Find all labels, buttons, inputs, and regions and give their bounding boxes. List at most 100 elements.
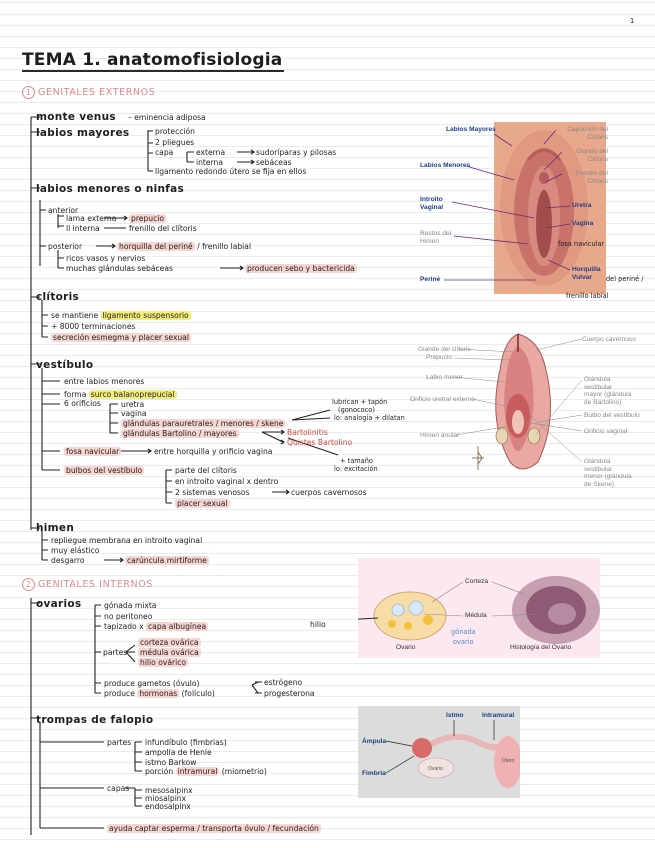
bartolino-highlight: glándulas Bartolino / mayores bbox=[121, 429, 239, 438]
trompas-partes: partes bbox=[107, 738, 132, 747]
ovarios-progesterona: progesterona bbox=[264, 689, 315, 698]
section-number: 1 bbox=[22, 86, 35, 99]
labios-mayores-heading: labios mayores bbox=[36, 127, 130, 139]
labios-mayores-line-2: 2 pliegues bbox=[155, 138, 195, 147]
page-number: 1 bbox=[630, 17, 635, 25]
medula-highlight: médula ovárica bbox=[138, 648, 201, 657]
capa-externa: externa bbox=[196, 148, 226, 157]
vulva-figure: Labios Mayores Capuchón del Clítoris Lab… bbox=[416, 120, 608, 295]
fig2-label-bulbo: Bulbo del vestíbulo bbox=[584, 412, 640, 419]
trompa-illustration bbox=[412, 733, 522, 788]
fig2-label-labio-menor: Labio menor bbox=[426, 374, 463, 381]
producen-highlight: producen sebo y bactericida bbox=[245, 264, 357, 273]
orificio-bartolino: glándulas Bartolino / mayores bbox=[121, 429, 239, 438]
fosa-desc: entre horquilla y orificio vagina bbox=[154, 447, 273, 456]
bulbos-line-4: placer sexual bbox=[175, 499, 230, 508]
labios-menores-posterior: posterior bbox=[48, 242, 83, 251]
label-glande: Glande del Clítoris bbox=[576, 148, 608, 163]
trompas-ayuda: ayuda captar esperma / transporta óvulo … bbox=[107, 824, 321, 833]
caruncula-highlight: carúncula mirtiforme bbox=[125, 556, 209, 565]
hilio-highlight: hilio ovárico bbox=[138, 658, 189, 667]
trompas-infundibulo: infundíbulo (fimbrias) bbox=[145, 738, 227, 747]
ovario-illustration bbox=[373, 576, 600, 644]
ovarios-medula: médula ovárica bbox=[138, 648, 201, 657]
monte-venus-desc: – eminencia adiposa bbox=[128, 113, 206, 122]
ovarios-line-1: gónada mixta bbox=[104, 601, 157, 610]
clitoris-line-3: secreción esmegma y placer sexual bbox=[51, 333, 192, 342]
himen-line-1: repliegue membrana en introito vaginal bbox=[51, 536, 203, 545]
trompas-capas: capas bbox=[107, 784, 130, 793]
fig2-label-orificio-vaginal: Orificio vaginal bbox=[584, 428, 628, 435]
label-frenillo: Frenillo del Clítoris bbox=[575, 170, 608, 185]
fig4-leader-lines bbox=[385, 720, 495, 774]
labios-menores-lama-externa: lama externa bbox=[66, 214, 117, 223]
label-capuchon: Capuchón del Clítoris bbox=[567, 126, 608, 141]
trompas-intramural: porción intramural (miometrio) bbox=[145, 767, 267, 776]
label-horquilla: Horquilla Vulvar bbox=[572, 266, 601, 281]
skene-note-2: (gonococo) bbox=[338, 406, 375, 414]
label-labios-mayores: Labios Mayores bbox=[446, 126, 496, 133]
labios-menores-producen: producen sebo y bactericida bbox=[245, 264, 357, 273]
vestibulo-orificios: 6 orificios bbox=[64, 399, 101, 408]
labios-menores-glandulas: muchas glándulas sebáceas bbox=[66, 264, 173, 273]
fig3-handnote-gonada: gónada bbox=[451, 628, 476, 636]
horquilla-highlight: horquilla del periné bbox=[117, 242, 195, 251]
labios-mayores-capa: capa bbox=[155, 148, 174, 157]
ovarios-line-3-text: tapizado x bbox=[104, 622, 146, 631]
ovarios-hormonas: produce hormonas (folículo) bbox=[104, 689, 215, 698]
bulbos-excitacion: lo: excitación bbox=[334, 465, 378, 473]
labios-menores-prepucio: prepucio bbox=[129, 214, 167, 223]
bulbos-vestibulo: bulbos del vestíbulo bbox=[64, 466, 145, 475]
labios-menores-vasos: ricos vasos y nervios bbox=[66, 254, 146, 263]
handnote-fosa: fosa navicular bbox=[558, 240, 605, 248]
orificio-skene: glándulas parauretrales / menores / sken… bbox=[121, 419, 286, 428]
page-title: TEMA 1. anatomofisiologia bbox=[22, 50, 283, 70]
fig2-label-himen: Himen anular bbox=[420, 432, 460, 439]
trompas-intramural-post: (miometrio) bbox=[219, 767, 267, 776]
labios-menores-anterior: anterior bbox=[48, 206, 79, 215]
skene-highlight: glándulas parauretrales / menores / sken… bbox=[121, 419, 286, 428]
skene-note-3: lo: analogía + dilatan bbox=[334, 414, 405, 422]
labios-menores-frenillo: frenillo del clítoris bbox=[129, 224, 197, 233]
skene-note-1: lubrican + tapón bbox=[332, 398, 388, 406]
fig4-label-istmo: Istmo bbox=[446, 712, 464, 719]
section-label-2: GENITALES INTERNOS bbox=[38, 579, 153, 590]
vulva-leader-lines bbox=[444, 129, 571, 281]
fig2-label-orificio-uretral: Orificio uretral externo bbox=[410, 396, 475, 403]
clitoris-line-1-text: se mantiene bbox=[51, 311, 101, 320]
ovarios-heading: ovarios bbox=[36, 598, 82, 610]
label-labios-menores: Labios Menores bbox=[420, 162, 471, 169]
albuginea-highlight: capa albugínea bbox=[146, 622, 209, 631]
intramural-highlight: intramural bbox=[175, 767, 220, 776]
bulbos-highlight: bulbos del vestíbulo bbox=[64, 466, 145, 475]
vestibulo-figure: Glande del clítoris Prepucio Labio menor… bbox=[410, 330, 640, 488]
ovarios-hormonas-post: (folículo) bbox=[179, 689, 215, 698]
labios-menores-lama-interna: ll interna bbox=[66, 224, 100, 233]
labios-menores-horquilla: horquilla del periné / frenillo labial bbox=[117, 242, 251, 251]
label-perine: Periné bbox=[420, 276, 441, 283]
label-introito: Introito Vaginal bbox=[420, 196, 444, 211]
labios-menores-heading: labios menores o ninfas bbox=[36, 183, 185, 195]
ligamento-highlight: ligamento suspensorio bbox=[100, 311, 191, 320]
label-restos-himen: Restos del Himen bbox=[420, 230, 452, 245]
section-number-2: 2 bbox=[22, 578, 35, 591]
fig2-label-prepucio: Prepucio bbox=[426, 354, 453, 361]
vestibulo-line-1: entre labios menores bbox=[64, 377, 145, 386]
fig4-label-ovario: Ovario bbox=[428, 766, 443, 772]
orificio-vagina: vagina bbox=[121, 409, 147, 418]
bulbos-line-3: 2 sistemas venosos bbox=[175, 488, 250, 497]
section-label: GENITALES EXTERNOS bbox=[38, 87, 156, 98]
trompas-istmo: istmo Barkow bbox=[145, 758, 197, 767]
ovarios-partes: partes bbox=[103, 648, 128, 657]
horquilla-rest: / frenillo labial bbox=[194, 242, 252, 251]
labios-mayores-line-1: protección bbox=[155, 127, 195, 136]
fosa-highlight: fosa navicular bbox=[64, 447, 122, 456]
ovarios-hormonas-pre: produce bbox=[104, 689, 138, 698]
fig3-label-ovario: Ovario bbox=[396, 644, 416, 651]
title-underline bbox=[22, 70, 284, 72]
fig2-leader-lines bbox=[453, 338, 583, 463]
vestibulo-illustration bbox=[472, 333, 551, 470]
fig2-label-cuerpo-cavernoso: Cuerpo cavernoso bbox=[582, 336, 636, 343]
fig4-label-intramural: Intramural bbox=[482, 712, 515, 719]
